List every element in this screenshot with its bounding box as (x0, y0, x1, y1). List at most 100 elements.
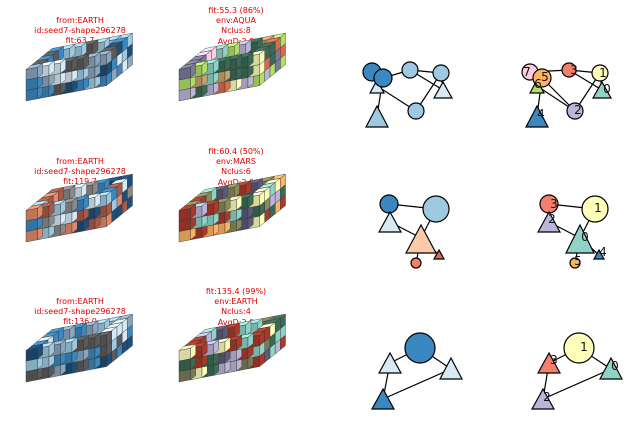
graph-edge (382, 368, 452, 400)
caption-line: env:AQUA (216, 16, 256, 26)
graph-node (432, 64, 450, 82)
voxel-face (201, 201, 208, 218)
node-label: 6 (534, 77, 542, 91)
graph-row2-b (536, 194, 609, 269)
voxel-face (201, 60, 208, 77)
voxel-face (190, 62, 196, 79)
node-label: 0 (611, 359, 619, 373)
caption-row2-earth: from:EARTH id:seed7-shape296278 fit:119.… (0, 157, 160, 188)
caption-row3-earth: from:EARTH id:seed7-shape296278 fit:136.… (0, 297, 160, 328)
node-label: 2 (548, 212, 556, 226)
node-label: 4 (537, 107, 545, 121)
voxel-face (178, 208, 191, 222)
graph-node (410, 257, 422, 269)
graph-node (581, 195, 609, 223)
node-label: 5 (574, 254, 582, 268)
node-label: 2 (543, 390, 551, 404)
caption-line: from:EARTH (56, 16, 104, 25)
voxel-face (94, 332, 101, 349)
graph-node (365, 104, 389, 128)
voxel-face (190, 343, 196, 360)
graph-node (592, 248, 606, 260)
voxel-face (25, 208, 38, 222)
voxel-face (25, 67, 38, 81)
graph-node (530, 387, 556, 410)
graph-node (591, 80, 613, 99)
caption-row3-env: fit:135.4 (99%) env:EARTH Nclus:4 AvgD:2… (156, 287, 316, 328)
caption-line: env:MARS (216, 157, 256, 167)
node-label: 7 (523, 65, 531, 79)
graph-node (561, 62, 577, 78)
caption-line: fit:135.4 (99%) (205, 287, 267, 296)
caption-line: from:EARTH (56, 157, 104, 166)
graph-node (566, 102, 584, 120)
node-label: 0 (581, 230, 589, 244)
graph-row2-a (377, 194, 450, 269)
graph-node (370, 387, 396, 410)
graph-node (536, 351, 562, 374)
node-label: 5 (541, 70, 549, 84)
caption-line: fit:60.4 (50%) (208, 147, 264, 156)
graph-node (591, 64, 609, 82)
voxel-face (106, 49, 112, 66)
voxel-face (60, 199, 66, 215)
graph-node (565, 223, 595, 254)
voxel-face (71, 197, 78, 213)
graph-edge (542, 368, 612, 400)
voxel-face (71, 56, 78, 72)
graph-node (532, 68, 552, 88)
voxel-face (37, 343, 43, 360)
voxel-face (236, 194, 242, 211)
graph-node (404, 223, 438, 254)
caption-row2-env: fit:60.4 (50%) env:MARS Nclus:6 AvgD:2.0 (156, 147, 316, 188)
node-label: 0 (603, 82, 611, 96)
voxel-face (201, 341, 208, 358)
graph-row3-b-labels: 1 3 0 2 (543, 340, 619, 404)
caption-line: Nclus:4 (221, 307, 251, 317)
graph-node (432, 80, 454, 99)
voxel-shapes (25, 32, 286, 383)
voxel-face (60, 58, 66, 74)
node-label: 1 (594, 201, 602, 215)
node-label: 3 (550, 353, 558, 367)
node-label: 3 (550, 197, 558, 211)
caption-line: AvgD:2.0 (217, 317, 255, 327)
voxel-face (83, 334, 89, 351)
graph-row1-b (521, 62, 613, 128)
caption-line: from:EARTH (56, 297, 104, 306)
graph-node (407, 102, 425, 120)
caption-line: env:EARTH (214, 297, 258, 307)
voxel-face (247, 51, 254, 68)
voxel-face (236, 334, 242, 351)
voxel-face (259, 330, 265, 347)
caption-line: Nclus:8 (221, 26, 251, 36)
caption-line: fit:119.7 (63, 177, 97, 187)
voxel-face (94, 192, 101, 209)
graph-node (373, 68, 393, 88)
voxel-face (178, 348, 191, 362)
graph-row2-b-labels: 3 1 2 0 4 5 (548, 197, 607, 268)
graph-node (432, 248, 446, 260)
voxel-face (106, 330, 112, 347)
caption-row1-earth: from:EARTH id:seed7-shape296278 fit:63.7 (0, 16, 160, 47)
caption-line: Nclus:6 (221, 167, 251, 177)
voxel-face (94, 51, 101, 68)
voxel-face (106, 190, 112, 207)
voxel-face (224, 56, 231, 72)
voxel-face (213, 199, 219, 215)
caption-line: id:seed7-shape296278 (34, 307, 126, 317)
voxel-face (259, 49, 265, 66)
graph-row1-b-labels: 7 3 1 6 5 0 4 2 (523, 63, 611, 121)
graph-node (439, 356, 463, 380)
caption-line: id:seed7-shape296278 (34, 167, 126, 177)
caption-line: fit:63.7 (65, 36, 95, 46)
voxel-face (213, 58, 219, 74)
graph-node (404, 332, 436, 364)
voxel-face (224, 337, 231, 353)
node-label: 2 (574, 103, 582, 117)
voxel-face (37, 62, 43, 79)
node-label: 3 (570, 63, 578, 77)
graph-row3-a (370, 332, 463, 410)
graph-node (377, 210, 403, 233)
